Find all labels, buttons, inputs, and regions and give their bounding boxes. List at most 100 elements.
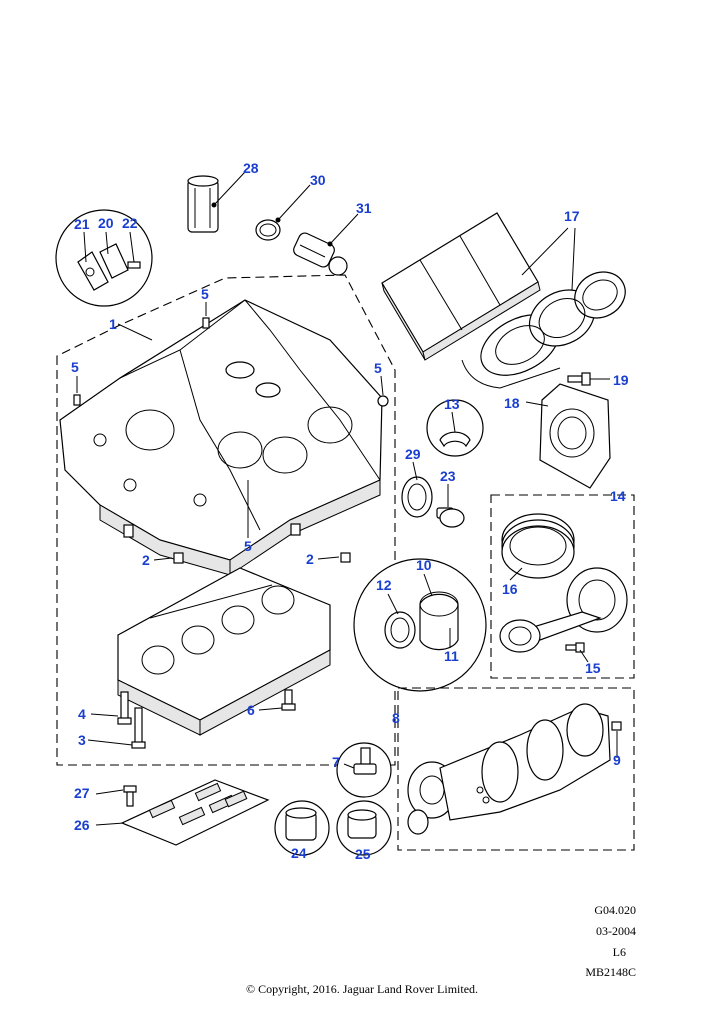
rod-bolt-15-part — [565, 642, 585, 653]
callout-25: 25 — [355, 846, 371, 862]
callout-6: 6 — [247, 702, 255, 718]
callout-14: 14 — [610, 488, 626, 504]
callout-2-right: 2 — [306, 551, 314, 567]
bedplate-part — [117, 567, 331, 736]
bolt-6-part — [281, 689, 296, 711]
reference-illustration-id: MB2148C — [585, 965, 636, 979]
leader-3 — [87, 739, 133, 746]
callout-3: 3 — [78, 732, 86, 748]
bush-25-part — [347, 809, 377, 839]
piston-rings-part — [501, 513, 575, 579]
leader-1 — [117, 323, 153, 341]
callout-15: 15 — [585, 660, 601, 676]
callout-22: 22 — [122, 215, 138, 231]
callout-26: 26 — [74, 817, 90, 833]
sensor-part — [293, 232, 348, 276]
leader-2b — [317, 556, 340, 560]
callout-13: 13 — [444, 396, 460, 412]
callout-18: 18 — [504, 395, 520, 411]
dowel-right — [377, 395, 389, 407]
callout-5-left: 5 — [71, 359, 79, 375]
leader-dot-30 — [275, 217, 281, 223]
dowel-left — [73, 394, 81, 406]
leader-5c — [380, 375, 384, 396]
callout-5-top: 5 — [201, 286, 209, 302]
leader-6 — [258, 707, 283, 711]
o-ring-inner — [259, 223, 277, 237]
bolt-27-part — [123, 785, 137, 807]
bolt-7-part — [353, 747, 377, 775]
bolt-3-part — [131, 707, 146, 749]
seal-29-inner — [407, 483, 427, 511]
leader-dot-31 — [327, 241, 333, 247]
reference-code: G04.020 — [594, 903, 636, 917]
callout-16: 16 — [502, 581, 518, 597]
dowel-2-right — [290, 523, 301, 536]
callout-29: 29 — [405, 446, 421, 462]
plug-23-part — [436, 507, 465, 528]
leader-18 — [525, 401, 549, 407]
callout-1: 1 — [109, 316, 117, 332]
seal-29-part — [401, 476, 433, 518]
copyright-notice: © Copyright, 2016. Jaguar Land Rover Lim… — [245, 982, 479, 996]
leader-dot-28 — [211, 202, 217, 208]
o-ring-part — [255, 219, 281, 241]
callout-28: 28 — [243, 160, 259, 176]
cylinder-block-part — [59, 299, 383, 576]
callout-9: 9 — [613, 752, 621, 768]
leader-16 — [509, 567, 523, 581]
leader-15 — [579, 649, 589, 663]
crankshaft-part — [407, 703, 611, 835]
leader-26 — [95, 822, 125, 826]
leader-21 — [83, 231, 87, 263]
callout-17: 17 — [564, 208, 580, 224]
callout-5-bottom: 5 — [244, 538, 252, 554]
crankshaft-region — [397, 687, 635, 851]
leader-20 — [105, 231, 109, 255]
leader-31 — [329, 213, 359, 245]
leader-10 — [423, 573, 433, 597]
callout-4: 4 — [78, 706, 86, 722]
bush-24-part — [285, 807, 317, 841]
oil-baffle-part — [120, 779, 270, 846]
callout-2-left: 2 — [142, 552, 150, 568]
callout-12: 12 — [376, 577, 392, 593]
callout-10: 10 — [416, 557, 432, 573]
leader-13 — [451, 411, 456, 433]
callout-19: 19 — [613, 372, 629, 388]
piston-assembly-region — [490, 494, 635, 679]
dowel-2-left — [123, 524, 134, 538]
callout-30: 30 — [310, 172, 326, 188]
cylinder-liners-part — [461, 271, 626, 389]
leader-22 — [129, 231, 135, 263]
callout-24: 24 — [291, 845, 307, 861]
bolt-4-part — [117, 691, 132, 725]
dowel-2-far — [340, 552, 351, 563]
bolt-19-part — [567, 372, 591, 386]
leader-28 — [213, 171, 246, 206]
leader-12 — [387, 593, 399, 615]
bearing-shell-part — [439, 431, 471, 448]
callout-31: 31 — [356, 200, 372, 216]
callout-27: 27 — [74, 785, 90, 801]
rear-cover-part — [539, 383, 611, 489]
leader-4 — [90, 713, 119, 717]
callout-23: 23 — [440, 468, 456, 484]
callout-20: 20 — [98, 215, 114, 231]
piston-con-rod-part — [499, 567, 628, 653]
cylinder-block-region — [56, 274, 396, 766]
callout-11: 11 — [444, 648, 459, 664]
crank-dowel-part — [611, 721, 622, 731]
leader-2a — [153, 557, 173, 561]
leader-17a — [521, 227, 569, 276]
callout-8: 8 — [392, 710, 400, 726]
leader-17b — [571, 227, 576, 291]
liner-kit-box — [381, 212, 541, 361]
reference-engine: L6 — [612, 945, 626, 959]
callout-7: 7 — [332, 754, 340, 770]
leader-29 — [412, 461, 418, 481]
main-bearing-shells-part — [384, 591, 459, 651]
leader-7 — [343, 763, 355, 769]
